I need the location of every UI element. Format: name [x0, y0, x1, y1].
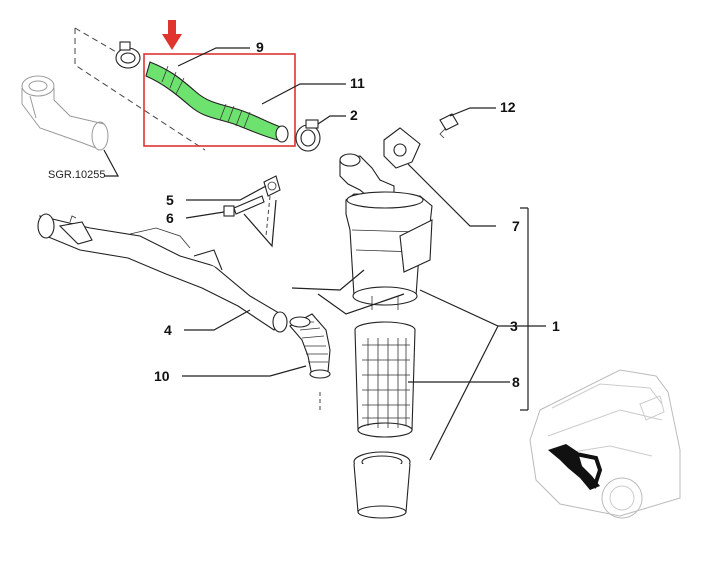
callout-7: 7: [512, 218, 520, 234]
callout-3: 3: [510, 318, 518, 334]
bolt-12: [439, 107, 496, 139]
vehicle-thumbnail: [529, 369, 681, 519]
washer-5: [263, 175, 281, 197]
sgr-reference-label: SGR.10255: [48, 169, 105, 181]
callout-6: 6: [166, 210, 174, 226]
filter-element: [354, 321, 416, 438]
hose-clamp-bottom: [295, 119, 321, 152]
callout-8: 8: [512, 374, 520, 390]
callout-9: 9: [256, 39, 264, 55]
red-arrow: [162, 20, 182, 50]
leader-9: [177, 47, 250, 67]
callouts: 9 11 2 12 5 6 7 4 3 1 10 8: [154, 39, 560, 390]
highlight-box: [143, 53, 296, 147]
air-filter-housing: [339, 153, 433, 310]
callout-12: 12: [500, 99, 516, 115]
callout-11: 11: [350, 75, 365, 91]
sensor-7: [383, 127, 496, 227]
bolt-6: [223, 195, 265, 217]
reference-pipe: [21, 75, 109, 151]
lower-cup: [353, 451, 411, 519]
callout-2: 2: [350, 107, 358, 123]
callout-1: 1: [552, 318, 560, 334]
callout-5: 5: [166, 192, 174, 208]
leader-11: [261, 83, 346, 105]
callout-4: 4: [164, 322, 172, 338]
callout-10: 10: [154, 368, 170, 384]
bellow-hose: [289, 313, 331, 379]
sgr-leader-line: [103, 149, 120, 177]
leader-2: [317, 115, 346, 125]
intake-pipe: [37, 213, 288, 333]
hose-clamp-top: [115, 41, 141, 69]
green-hose: [145, 61, 289, 143]
